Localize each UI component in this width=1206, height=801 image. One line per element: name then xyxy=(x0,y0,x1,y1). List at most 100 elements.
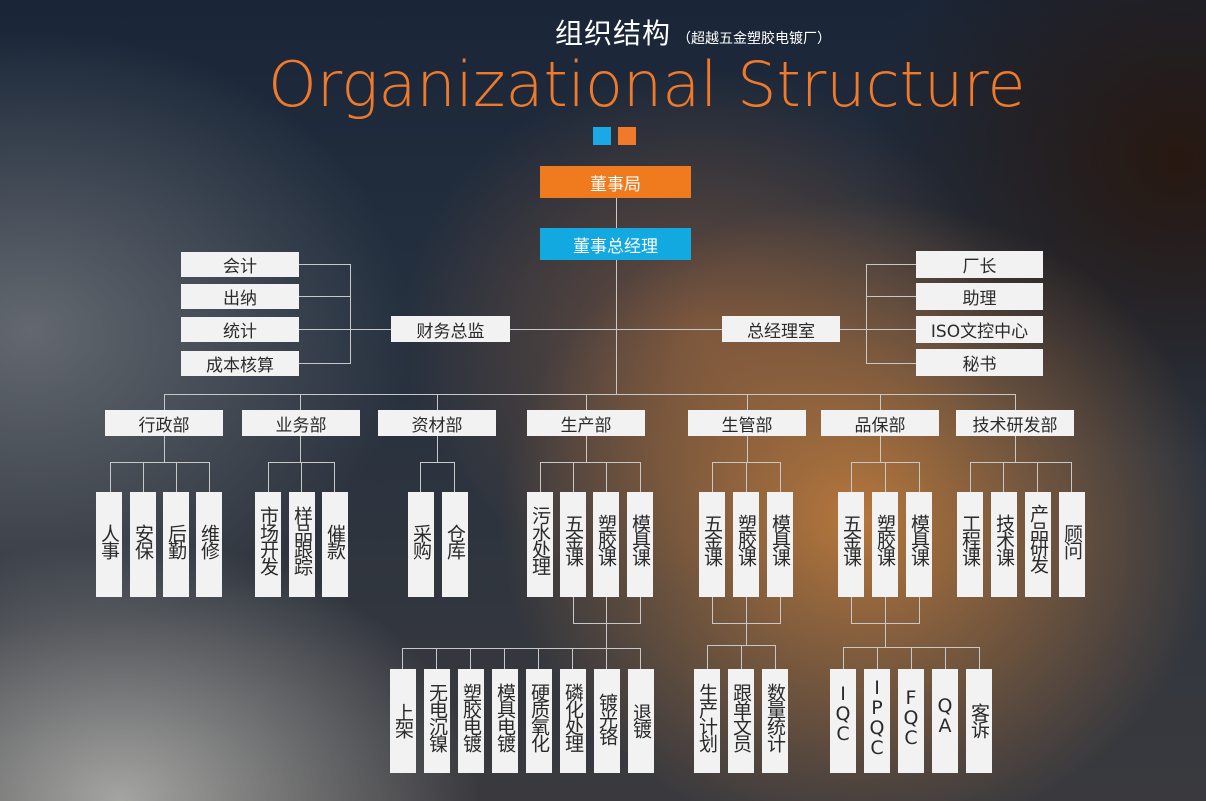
connector xyxy=(606,462,607,492)
sub-unit: 顾问 xyxy=(1059,492,1085,597)
title-cn-text: 组织结构 xyxy=(555,17,672,50)
connector xyxy=(437,394,438,410)
connector xyxy=(299,264,350,265)
connector xyxy=(299,296,350,297)
connector xyxy=(301,462,302,492)
connector xyxy=(300,394,301,410)
connector xyxy=(919,597,920,624)
process-unit: 客诉 xyxy=(966,669,992,773)
process-unit: FQC xyxy=(898,669,924,773)
sub-unit: 技术课 xyxy=(991,492,1017,597)
connector xyxy=(880,436,881,463)
process-unit: 跟单文员 xyxy=(728,669,754,773)
connector xyxy=(573,597,574,624)
connector xyxy=(712,462,713,492)
sub-unit: 塑胶课 xyxy=(733,492,759,597)
process-unit: IPQC xyxy=(864,669,890,773)
sub-unit-label: 采购 xyxy=(410,524,432,558)
connector xyxy=(510,329,722,330)
blue-square-decoration xyxy=(593,127,611,145)
process-unit: 上架 xyxy=(390,669,416,773)
connector xyxy=(540,462,640,463)
gm-box: 董事总经理 xyxy=(540,228,691,260)
gm-office-item: 厂长 xyxy=(916,251,1043,278)
connector xyxy=(616,260,617,394)
connector xyxy=(866,363,916,364)
process-unit: 模具电镀 xyxy=(492,669,518,773)
process-unit-label: 磷化处理 xyxy=(562,683,584,751)
connector xyxy=(436,648,437,669)
process-unit: 数量统计 xyxy=(762,669,788,773)
sub-unit-label: 仓库 xyxy=(444,524,466,558)
page-title-cn: 组织结构 （超越五金塑胶电镀厂） xyxy=(555,12,831,52)
sub-unit: 五金课 xyxy=(699,492,725,597)
connector xyxy=(945,647,946,669)
process-unit-label: QA xyxy=(934,695,956,735)
board-box: 董事局 xyxy=(540,166,691,198)
connector xyxy=(586,394,587,410)
connector xyxy=(470,648,471,669)
sub-unit-label: 模具课 xyxy=(769,514,791,565)
process-unit: IQC xyxy=(830,669,856,773)
connector xyxy=(746,597,747,645)
sub-unit-label: 模具课 xyxy=(629,514,651,565)
process-unit: 镀光铬 xyxy=(594,669,620,773)
connector xyxy=(504,648,505,669)
gm-office-box: 总经理室 xyxy=(722,316,840,342)
title-subtitle: （超越五金塑胶电镀厂） xyxy=(677,31,832,47)
sub-unit-label: 塑胶课 xyxy=(874,514,896,565)
connector xyxy=(164,394,1016,395)
connector xyxy=(979,647,980,669)
connector xyxy=(640,597,641,624)
connector xyxy=(573,462,574,492)
sub-unit-label: 五金课 xyxy=(562,514,584,565)
process-unit-label: 数量统计 xyxy=(764,683,786,751)
sub-unit-label: 维修 xyxy=(198,524,220,558)
finance-item: 统计 xyxy=(181,317,299,342)
connector xyxy=(741,645,742,669)
connector xyxy=(747,436,748,463)
connector xyxy=(538,648,539,669)
connector xyxy=(299,329,391,330)
sub-unit: 采购 xyxy=(408,492,434,597)
connector xyxy=(110,462,209,463)
connector xyxy=(1071,462,1072,492)
sub-unit: 污水处理 xyxy=(527,492,553,597)
sub-unit-label: 塑胶课 xyxy=(735,514,757,565)
process-unit-label: 跟单文员 xyxy=(730,683,752,751)
process-unit-label: 模具电镀 xyxy=(494,683,516,751)
connector xyxy=(299,363,350,364)
process-unit: QA xyxy=(932,669,958,773)
connector xyxy=(572,648,573,669)
process-unit-label: 生产计划 xyxy=(696,683,718,751)
connector xyxy=(970,462,1071,463)
sub-unit-label: 安保 xyxy=(132,524,154,558)
process-unit-label: 上架 xyxy=(392,703,414,737)
connector xyxy=(919,462,920,492)
connector xyxy=(775,645,776,669)
connector xyxy=(420,462,421,492)
sub-unit-label: 市场开发 xyxy=(257,506,279,574)
sub-unit: 模具课 xyxy=(767,492,793,597)
sub-unit-label: 催款 xyxy=(324,524,346,558)
sub-unit: 后勤 xyxy=(163,492,189,597)
sub-unit: 五金课 xyxy=(838,492,864,597)
connector xyxy=(885,462,886,492)
connector xyxy=(402,648,640,649)
page-title-en: Organizational Structure xyxy=(268,48,1026,121)
process-unit: 硬质氧化 xyxy=(526,669,552,773)
connector xyxy=(454,462,455,492)
process-unit-label: 客诉 xyxy=(968,703,990,737)
connector xyxy=(970,462,971,492)
sub-unit: 催款 xyxy=(322,492,348,597)
dept-admin: 行政部 xyxy=(105,410,223,436)
connector xyxy=(780,597,781,624)
connector xyxy=(712,623,780,624)
process-unit-label: FQC xyxy=(900,687,922,747)
sub-unit-label: 样品跟踪 xyxy=(291,506,313,574)
sub-unit: 安保 xyxy=(130,492,156,597)
connector xyxy=(866,264,867,364)
sub-unit: 工程课 xyxy=(957,492,983,597)
sub-unit: 产品研发 xyxy=(1025,492,1051,597)
dept-production: 生产部 xyxy=(527,410,645,436)
